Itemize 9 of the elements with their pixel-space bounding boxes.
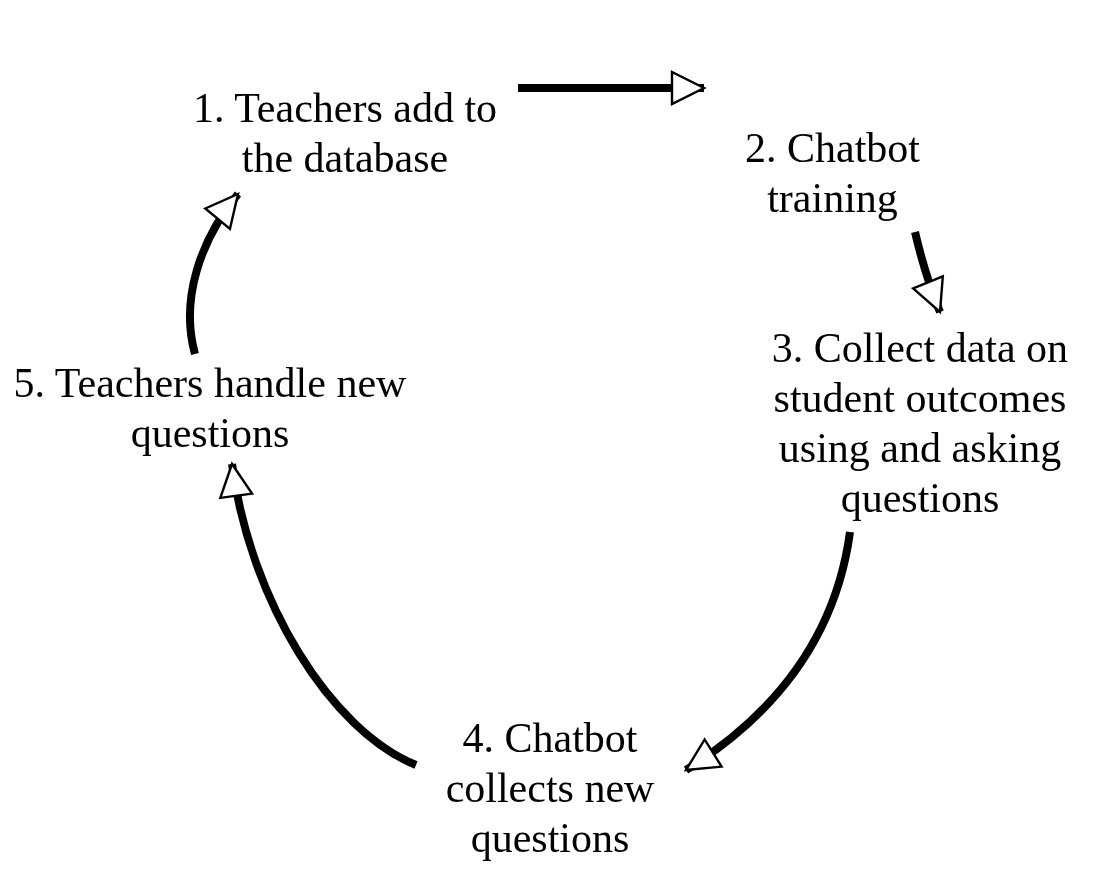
arrow bbox=[683, 531, 854, 774]
arrow bbox=[911, 231, 945, 314]
step-label: 4. Chatbot collects new questions bbox=[444, 714, 656, 863]
step-label: 2. Chatbot training bbox=[744, 124, 921, 223]
step-label: 1. Teachers add to the database bbox=[191, 84, 499, 183]
step-label: 5. Teachers handle new questions bbox=[12, 359, 408, 458]
arrow bbox=[220, 462, 418, 769]
step-label: 3. Collect data on student outcomes using and asking questions bbox=[770, 324, 1070, 523]
arrow bbox=[186, 191, 242, 355]
